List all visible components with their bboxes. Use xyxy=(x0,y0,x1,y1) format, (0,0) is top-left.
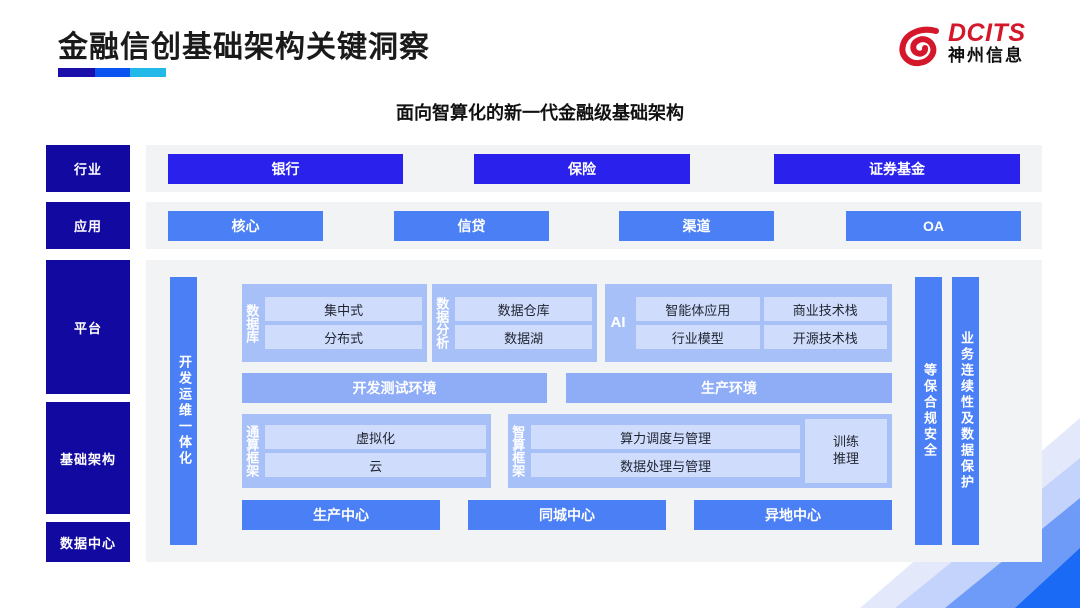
group-label-data-analysis: 数据分析 xyxy=(434,297,450,349)
item-data-processing[interactable]: 数据处理与管理 xyxy=(531,453,800,477)
industry-chip-securities-fund[interactable]: 证券基金 xyxy=(774,154,1020,184)
item-compute-scheduling[interactable]: 算力调度与管理 xyxy=(531,425,800,449)
industry-chip-insurance[interactable]: 保险 xyxy=(474,154,690,184)
item-ai-agent-application[interactable]: 智能体应用 xyxy=(636,297,760,321)
row-label-datacenter: 数据中心 xyxy=(46,522,130,562)
page-subtitle: 面向智算化的新一代金融级基础架构 xyxy=(396,103,684,123)
datacenter-same-city[interactable]: 同城中心 xyxy=(468,500,666,530)
item-cloud[interactable]: 云 xyxy=(265,453,486,477)
item-training-label: 训练 xyxy=(832,434,859,450)
page-header: 金融信创基础架构关键洞察 DCITS 神州信息 面向智算化的新一代金融级基础架构 xyxy=(0,0,1080,123)
page-title: 金融信创基础架构关键洞察 xyxy=(58,31,430,64)
title-underline-rule xyxy=(58,68,166,77)
group-database: 数据库 集中式 分布式 xyxy=(242,284,427,362)
application-chip-core[interactable]: 核心 xyxy=(168,211,323,241)
row-label-industry: 行业 xyxy=(46,145,130,192)
row-label-platform: 平台 xyxy=(46,260,130,394)
item-ai-commercial-stack[interactable]: 商业技术栈 xyxy=(763,297,887,321)
group-data-analysis: 数据分析 数据仓库 数据湖 xyxy=(432,284,597,362)
sidebar-devops[interactable]: 开发运维一体化 xyxy=(170,277,197,545)
item-training-inference[interactable]: 训练 推理 xyxy=(805,419,887,483)
logo-text-en: DCITS xyxy=(948,19,1026,47)
group-intelligent-compute-framework: 智算框架 算力调度与管理 数据处理与管理 训练 推理 xyxy=(508,414,892,488)
brand-logo: DCITS 神州信息 xyxy=(896,20,1046,78)
logo-text-cn: 神州信息 xyxy=(948,46,1024,66)
datacenter-remote[interactable]: 异地中心 xyxy=(694,500,892,530)
group-general-compute-framework: 通算框架 虚拟化 云 xyxy=(242,414,491,488)
application-chip-oa[interactable]: OA xyxy=(846,211,1021,241)
group-label-database: 数据库 xyxy=(244,303,260,343)
group-label-general-compute: 通算框架 xyxy=(244,425,260,477)
row-label-application: 应用 xyxy=(46,202,130,249)
item-virtualization[interactable]: 虚拟化 xyxy=(265,425,486,449)
application-chip-credit[interactable]: 信贷 xyxy=(394,211,549,241)
env-bar-production[interactable]: 生产环境 xyxy=(566,373,892,403)
item-data-lake[interactable]: 数据湖 xyxy=(455,325,592,349)
item-ai-opensource-stack[interactable]: 开源技术栈 xyxy=(763,325,887,349)
application-chip-channel[interactable]: 渠道 xyxy=(619,211,774,241)
application-panel: 核心 信贷 渠道 OA xyxy=(146,202,1042,249)
item-data-warehouse[interactable]: 数据仓库 xyxy=(455,297,592,321)
architecture-diagram: 行业 应用 平台 基础架构 数据中心 银行 保险 证券基金 核心 信贷 渠道 O… xyxy=(0,140,1080,570)
group-ai: AI 智能体应用 商业技术栈 行业模型 开源技术栈 xyxy=(605,284,892,362)
item-inference-label: 推理 xyxy=(832,451,859,466)
industry-chip-bank[interactable]: 银行 xyxy=(168,154,403,184)
env-bar-dev-test[interactable]: 开发测试环境 xyxy=(242,373,547,403)
item-ai-industry-model[interactable]: 行业模型 xyxy=(636,325,760,349)
item-database-distributed[interactable]: 分布式 xyxy=(265,325,422,349)
row-label-infrastructure: 基础架构 xyxy=(46,402,130,514)
item-database-centralized[interactable]: 集中式 xyxy=(265,297,422,321)
datacenter-production[interactable]: 生产中心 xyxy=(242,500,440,530)
group-label-intelligent-compute: 智算框架 xyxy=(510,425,526,477)
sidebar-security-compliance[interactable]: 等保合规安全 xyxy=(915,277,942,545)
industry-panel: 银行 保险 证券基金 xyxy=(146,145,1042,192)
sidebar-business-continuity[interactable]: 业务连续性及数据保护 xyxy=(952,277,979,545)
group-label-ai: AI xyxy=(610,313,626,331)
platform-panel: 开发运维一体化 等保合规安全 业务连续性及数据保护 数据库 集中式 分布式 数据… xyxy=(146,260,1042,562)
swirl-logo-icon xyxy=(896,22,944,70)
